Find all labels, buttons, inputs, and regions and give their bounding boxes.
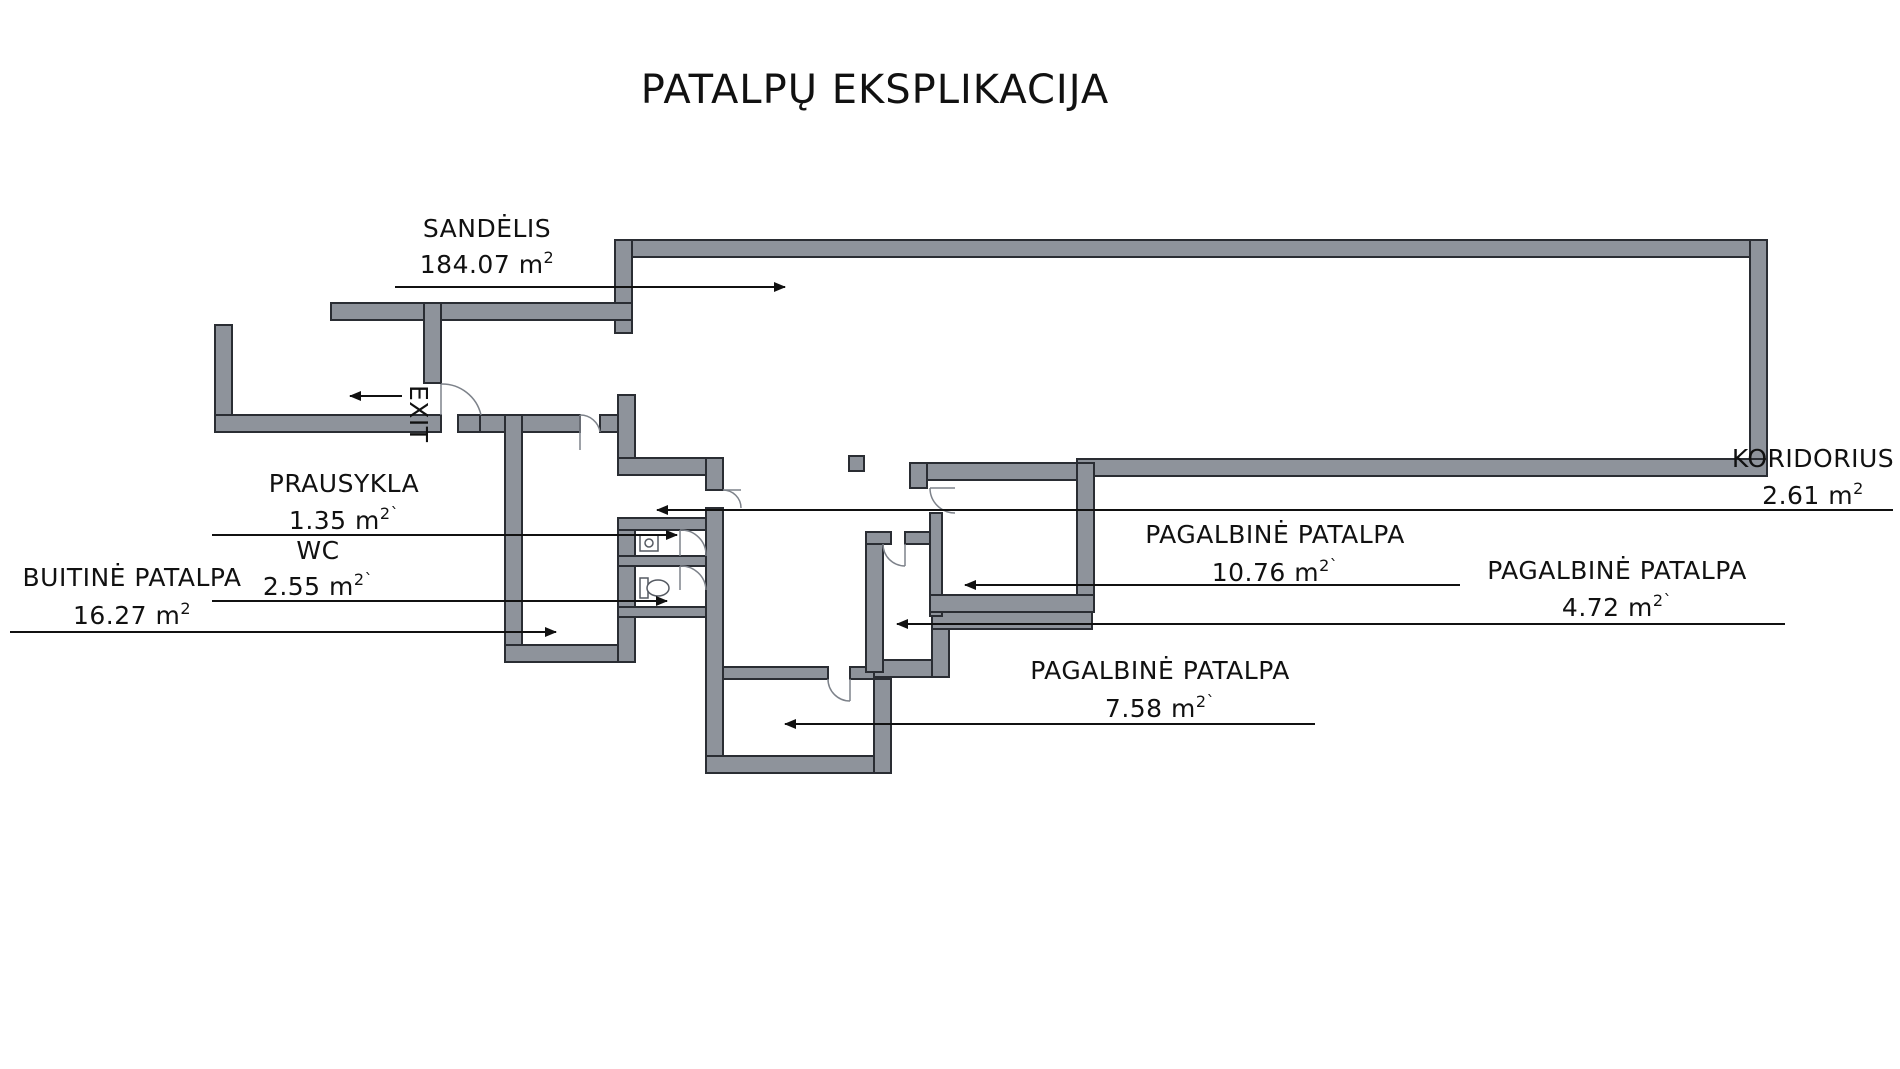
wall-wing-inner (423, 302, 442, 384)
room-name-pagalbine-758: PAGALBINĖ PATALPA (1030, 656, 1290, 685)
door-swing-corridor (722, 489, 742, 509)
fixtures (639, 534, 670, 599)
wall-buitine-right (617, 517, 636, 663)
leader-lines (10, 282, 1893, 729)
wall-buitine-bottom (504, 644, 636, 663)
wall-r1076-bottom (929, 594, 1095, 613)
sink-basin-icon (644, 538, 654, 548)
room-name-pagalbine-1076: PAGALBINĖ PATALPA (1145, 520, 1405, 549)
room-name-buitine: BUITINĖ PATALPA (23, 563, 242, 592)
wall-wing-top (330, 302, 633, 321)
wall-partition-mid (479, 414, 581, 433)
wall-bath-divider-2 (617, 606, 709, 618)
door-swing-wc (679, 565, 707, 591)
room-area-koridorius: 2.61 m2 (1762, 479, 1864, 510)
wall-corridor-left (705, 507, 724, 774)
room-name-wc: WC (296, 536, 339, 565)
wall-warehouse-top (614, 239, 1768, 258)
page-title: PATALPŲ EKSPLIKACIJA (641, 67, 1109, 113)
wall-wing-bottom (214, 414, 442, 433)
wall-step-vertical (705, 457, 724, 491)
toilet-bowl-icon (646, 579, 670, 597)
column (848, 455, 865, 472)
wall-small-left (865, 531, 884, 673)
room-area-buitine: 16.27 m2 (73, 599, 191, 630)
doors (440, 383, 956, 702)
wall-buitine-left (504, 414, 523, 663)
room-name-sandelis: SANDĖLIS (423, 214, 551, 243)
door-swing-small (882, 543, 906, 567)
door-swing-r1076 (929, 487, 956, 514)
door-swing-exit (440, 383, 482, 416)
room-labels: SANDĖLIS 184.07 m2 PRAUSYKLA 1.35 m2` WC… (23, 214, 1894, 723)
wall-bath-divider-1 (617, 555, 709, 567)
door-swing-lower (827, 678, 851, 702)
room-area-prausykla: 1.35 m2` (289, 504, 399, 535)
room-area-pagalbine-472: 4.72 m2` (1562, 591, 1672, 622)
wall-bath-top (617, 517, 709, 531)
room-area-sandelis: 184.07 m2 (420, 248, 554, 279)
wall-small-right (929, 512, 943, 617)
door-swing-buitine (579, 414, 601, 433)
exit-label: EXIT (404, 385, 433, 443)
wall-step2-top (931, 611, 1093, 630)
walls (214, 239, 1768, 774)
room-name-pagalbine-472: PAGALBINĖ PATALPA (1487, 556, 1747, 585)
wall-warehouse-right (1749, 239, 1768, 477)
room-area-pagalbine-1076: 10.76 m2` (1212, 556, 1339, 587)
door-swing-prausykla (679, 529, 707, 557)
wall-r1076-left (909, 462, 928, 489)
wall-small-top (865, 531, 892, 545)
wall-lower-top (722, 666, 829, 680)
wall-warehouse-bottom-mid (909, 462, 1083, 481)
room-name-koridorius: KORIDORIUS (1732, 444, 1894, 473)
wall-warehouse-bottom-right (1076, 458, 1768, 477)
room-area-wc: 2.55 m2` (263, 570, 373, 601)
room-name-prausykla: PRAUSYKLA (269, 469, 419, 498)
wall-lower-bottom (705, 755, 892, 774)
room-area-pagalbine-758: 7.58 m2` (1105, 692, 1215, 723)
